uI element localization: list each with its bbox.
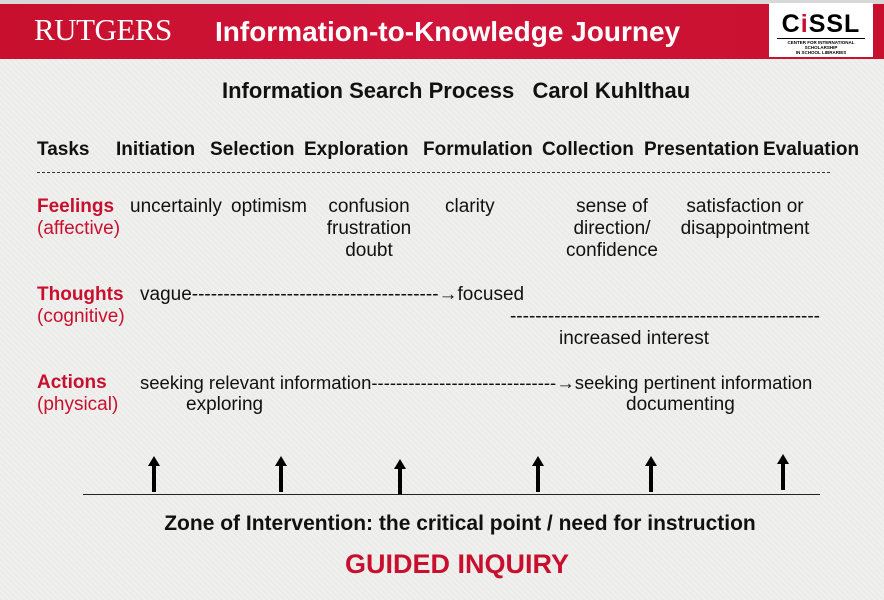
feeling-item: optimism [231,196,308,217]
slide-title: Information-to-Knowledge Journey [215,16,681,47]
thoughts-line2: ----------------------------------------… [510,306,820,327]
cissl-logo: CiSSL CENTER FOR INTERNATIONAL SCHOLARSH… [769,3,873,57]
rutgers-logo: RUTGERS [34,12,172,47]
task-label: Tasks [37,139,90,160]
actions-left: exploring [186,394,264,415]
task-presentation: Presentation [644,139,760,160]
header-banner [0,4,884,59]
actions-sub: (physical) [37,394,119,415]
feeling-item: clarity [445,196,495,217]
up-arrow-icon [645,456,657,492]
actions-line1: seeking relevant information------------… [140,372,813,393]
zone-text: Zone of Intervention: the critical point… [164,512,756,535]
up-arrow-icon [148,456,160,492]
task-initiation: Initiation [116,139,196,160]
divider [37,172,830,173]
thoughts-sub: (cognitive) [37,306,125,327]
feeling-item: sense of direction/ confidence [566,196,658,261]
up-arrow-icon [532,456,544,492]
task-evaluation: Evaluation [763,139,860,160]
baseline [83,494,820,495]
thoughts-label: Thoughts [37,284,124,305]
actions-right: documenting [626,394,735,415]
thoughts-line1: vague-----------------------------------… [140,284,525,305]
guided-inquiry: GUIDED INQUIRY [344,549,569,579]
feeling-item: uncertainly [130,196,222,217]
subtitle: Information Search Process Carol Kuhltha… [222,78,691,103]
task-selection: Selection [210,139,295,160]
feelings-label: Feelings [37,196,115,217]
top-border [0,0,884,4]
feeling-item: confusion frustration doubt [326,196,412,261]
actions-label: Actions [37,372,107,393]
task-formulation: Formulation [423,139,533,160]
task-collection: Collection [542,139,634,160]
feelings-sub: (affective) [37,218,121,239]
task-exploration: Exploration [304,139,409,160]
up-arrow-icon [394,459,406,495]
up-arrow-icon [275,456,287,492]
feeling-item: satisfaction or disappointment [680,196,810,239]
up-arrow-icon [777,454,789,490]
thoughts-line3: increased interest [559,328,709,349]
